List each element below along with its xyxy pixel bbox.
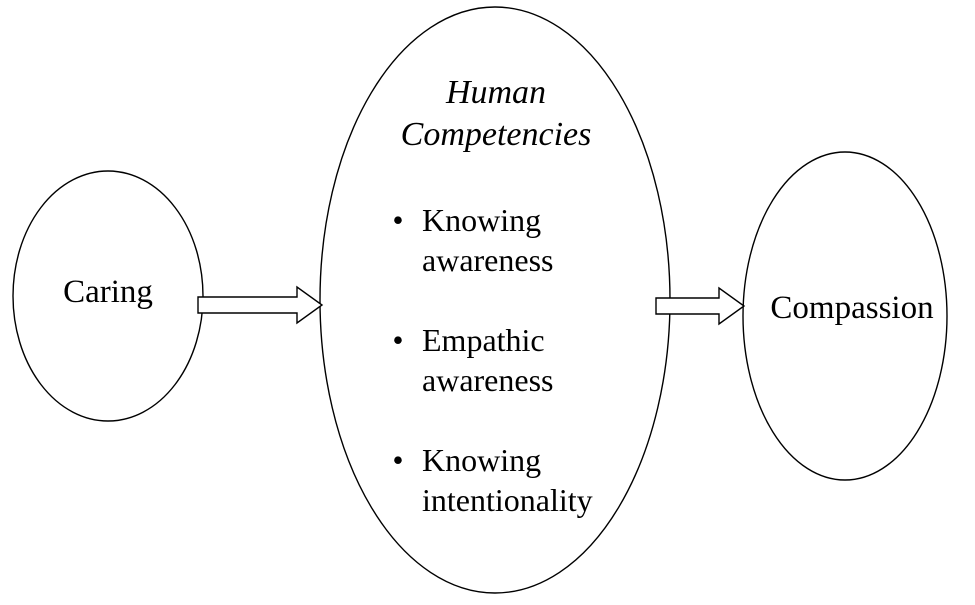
caring-ellipse <box>12 170 204 422</box>
bullet-text-line1: Empathic <box>422 322 545 358</box>
bullet-text: Knowing intentionality <box>422 440 593 520</box>
bullet-text: Knowing awareness <box>422 200 553 280</box>
arrow-caring-to-competencies <box>197 285 324 325</box>
bullet-text-line2: awareness <box>422 242 554 278</box>
bullet-icon: • <box>392 322 404 358</box>
competencies-title-line2: Competencies <box>400 116 592 153</box>
bullet-text-line1: Knowing <box>422 202 542 238</box>
bullet-text-line2: awareness <box>422 362 554 398</box>
bullet-text-line1: Knowing <box>422 442 542 478</box>
arrow-competencies-to-compassion <box>655 286 746 326</box>
compassion-label: Compassion <box>770 290 934 326</box>
bullet-icon: • <box>392 442 404 478</box>
bullet-text: Empathic awareness <box>422 320 553 400</box>
bullet-icon: • <box>392 202 404 238</box>
caring-label: Caring <box>63 274 153 310</box>
compassion-ellipse <box>742 151 948 481</box>
competencies-title-line1: Human <box>445 74 547 111</box>
bullet-text-line2: intentionality <box>422 482 593 518</box>
competencies-title: Human Competencies <box>330 72 662 156</box>
